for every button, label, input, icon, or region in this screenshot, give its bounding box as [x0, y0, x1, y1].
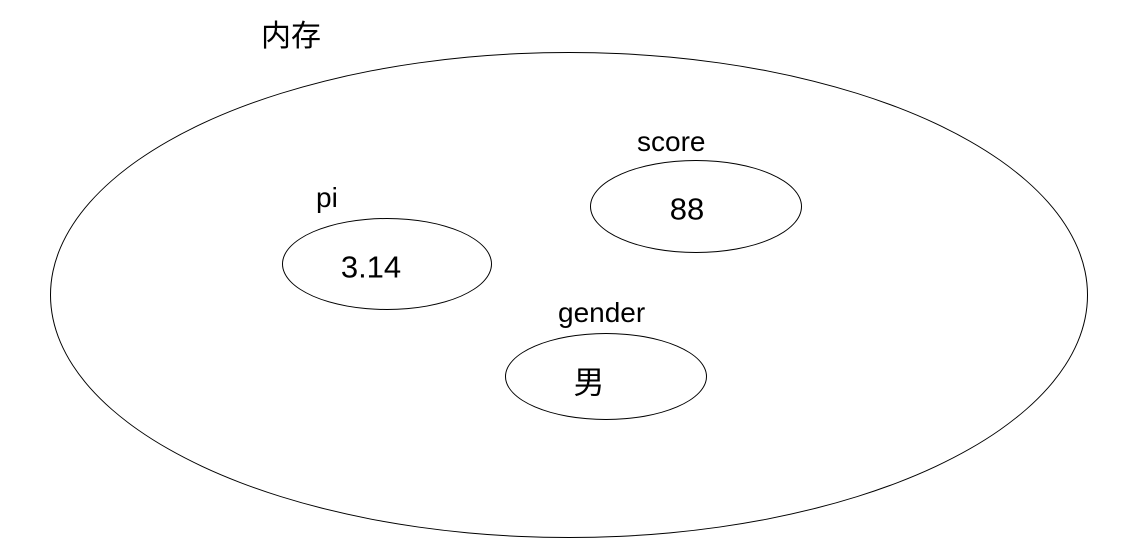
variable-value-score: 88 — [669, 191, 705, 227]
variable-ellipse-pi — [282, 218, 492, 310]
memory-container-ellipse — [50, 52, 1088, 538]
variable-ellipse-gender — [505, 333, 707, 420]
variable-value-gender: 男 — [573, 365, 605, 401]
variable-ellipse-score — [590, 160, 802, 253]
variable-value-pi: 3.14 — [340, 249, 402, 285]
variable-label-pi: pi — [316, 182, 338, 213]
memory-container-label: 内存 — [261, 20, 321, 53]
variable-label-score: score — [637, 126, 706, 157]
variable-label-gender: gender — [558, 297, 646, 328]
